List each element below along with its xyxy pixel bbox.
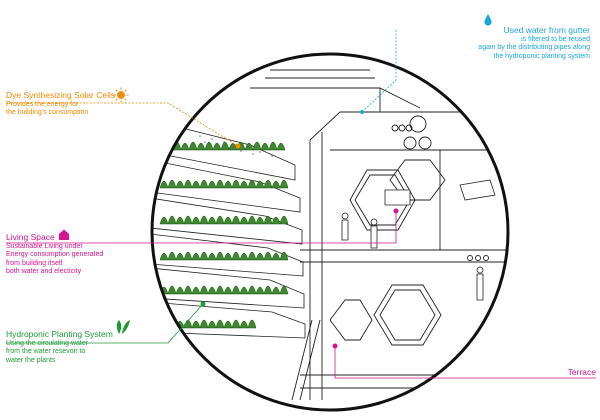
solar-cells-description: Provides the energy for the building's c… <box>6 100 89 117</box>
water-pipe-network <box>329 115 489 346</box>
solar-cells-title: Dye Synthesizing Solar Cells <box>6 90 116 100</box>
leader-lines <box>6 30 596 379</box>
people-and-furniture <box>341 179 496 301</box>
planter-terraces <box>152 119 306 339</box>
gutter-water-description: is filtered to be reused again by the di… <box>478 35 590 60</box>
terrace-annotation: Terrace <box>520 368 596 378</box>
gutter-water-title: Used water from gutter <box>503 25 590 35</box>
water-drop-icon <box>484 14 492 26</box>
hydroponic-annotation: Hydroponic Planting System Using the cir… <box>6 330 136 365</box>
terrace-title: Terrace <box>567 367 596 377</box>
living-space-annotation: Living Space Sustainable Living under En… <box>6 233 156 277</box>
solar-cells-annotation: Dye Synthesizing Solar Cells Provides th… <box>6 91 126 118</box>
detail-circle <box>150 52 510 412</box>
gutter-water-annotation: Used water from gutter is filtered to be… <box>430 26 590 61</box>
hydroponic-plants <box>159 141 289 329</box>
hydroponic-title: Hydroponic Planting System <box>6 329 113 339</box>
living-space-title: Living Space <box>6 232 55 242</box>
house-icon <box>59 229 69 240</box>
sprout-icon <box>116 320 130 334</box>
sun-icon <box>113 87 129 103</box>
hydroponic-description: Using the circulating water from the wat… <box>6 339 89 364</box>
living-space-description: Sustainable Living under Energy consumpt… <box>6 242 104 276</box>
section-detail <box>152 69 508 401</box>
